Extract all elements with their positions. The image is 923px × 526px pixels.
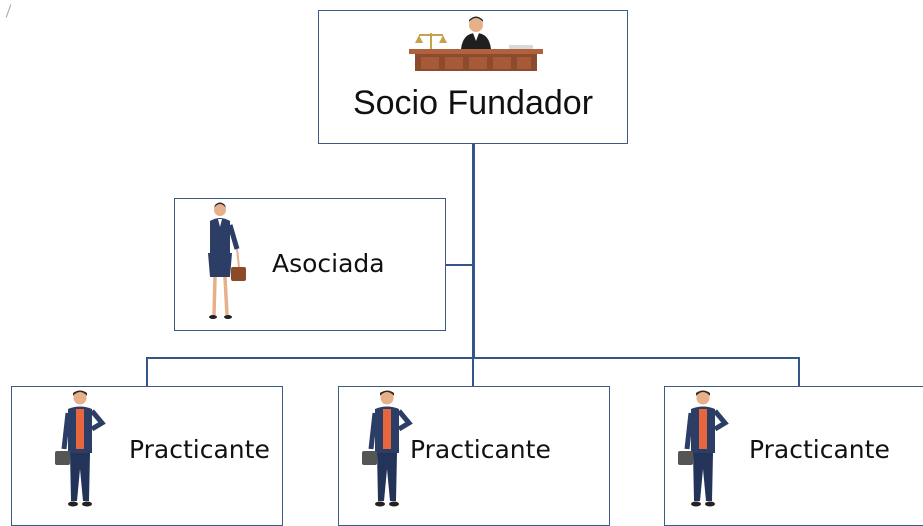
intern-node-2: Practicante	[338, 386, 610, 526]
associate-label: Asociada	[272, 249, 385, 278]
businesswoman-icon	[208, 202, 246, 319]
judge-at-desk-icon	[409, 16, 543, 71]
intern-label-3: Practicante	[749, 435, 890, 464]
intern-label-2: Practicante	[410, 435, 551, 464]
intern-label-1: Practicante	[129, 435, 270, 464]
associate-node: Asociada	[174, 198, 446, 331]
intern-node-1: Practicante	[11, 386, 283, 526]
founder-label: Socio Fundador	[352, 84, 594, 122]
stray-mark	[5, 4, 12, 18]
intern-node-3: Practicante	[664, 386, 923, 526]
connector-intern-2	[472, 357, 474, 387]
connector-intern-3	[798, 357, 800, 387]
businessman-icon	[362, 390, 413, 507]
founder-node: Socio Fundador	[318, 10, 628, 144]
connector-intern-1	[146, 357, 148, 387]
businessman-icon	[55, 390, 106, 507]
connector-trunk	[472, 143, 475, 359]
businessman-icon	[678, 390, 729, 507]
connector-associate	[445, 264, 474, 266]
